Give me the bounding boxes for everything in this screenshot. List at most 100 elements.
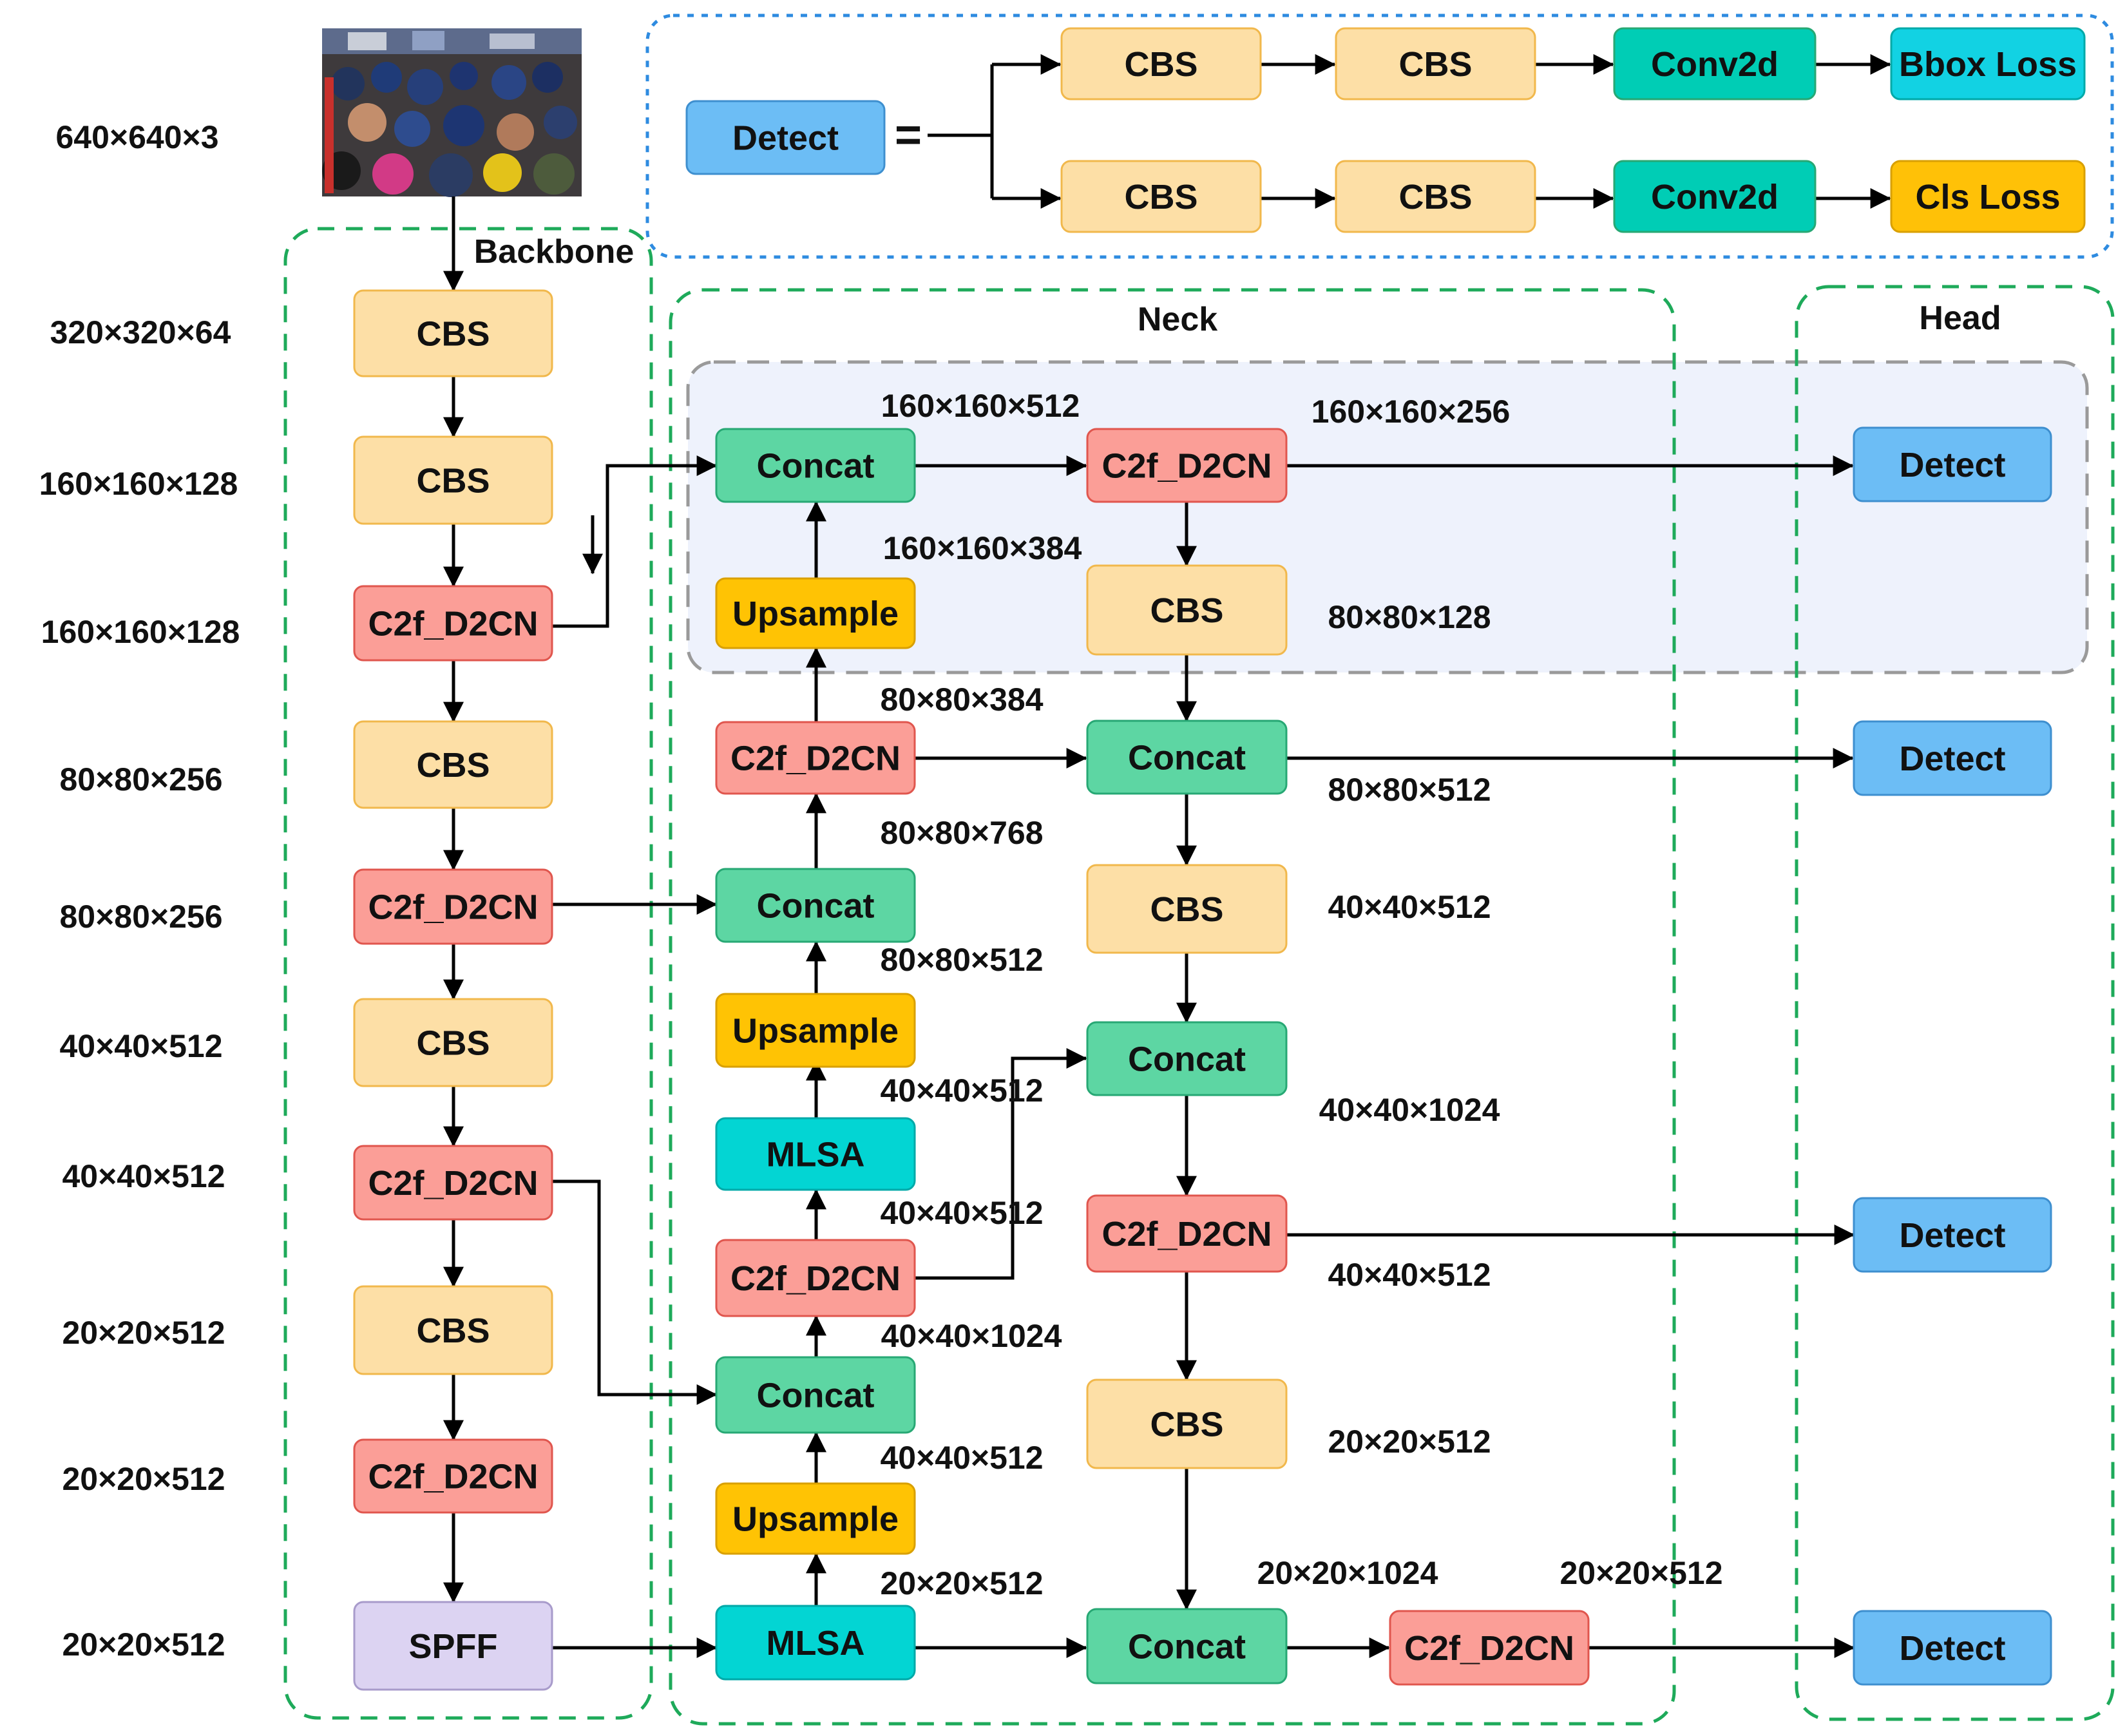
cbs-node: CBS	[1335, 27, 1536, 100]
cbs-label: CBS	[1398, 45, 1472, 84]
c2f-d2cn-box	[353, 1438, 553, 1514]
cbs-box	[353, 720, 553, 809]
cls-loss-label: Cls Loss	[1915, 178, 2060, 216]
cbs-label: CBS	[1150, 890, 1223, 929]
conv2d-box	[1613, 160, 1817, 233]
c2f-d2cn-label: C2f_D2CN	[368, 1164, 538, 1203]
dim-label: 20×20×512	[62, 1461, 225, 1497]
concat-label: Concat	[1128, 739, 1246, 777]
cbs-node: CBS	[1086, 1378, 1288, 1469]
c2f-d2cn-label: C2f_D2CN	[368, 888, 538, 927]
dim-label: 20×20×512	[1559, 1555, 1722, 1591]
concat-node: Concat	[715, 428, 916, 503]
bbox-loss-node: Bbox Loss	[1890, 27, 2086, 100]
upsample-node: Upsample	[715, 993, 916, 1068]
dim-label: 20×20×512	[62, 1626, 225, 1663]
conv2d-box	[1613, 27, 1817, 100]
conv2d-node: Conv2d	[1613, 27, 1817, 100]
dim-label: 80×80×256	[59, 899, 222, 935]
cbs-box	[1086, 564, 1288, 656]
detect-legend-frame	[645, 14, 2114, 259]
cbs-label: CBS	[416, 1312, 490, 1350]
c2f-d2cn-box	[715, 721, 916, 795]
cbs-label: CBS	[1124, 178, 1197, 216]
concat-label: Concat	[1128, 1628, 1246, 1666]
cls-loss-box	[1890, 160, 2086, 233]
detect-box	[685, 100, 886, 175]
cbs-box	[353, 1285, 553, 1375]
dim-label: 160×160×256	[1311, 394, 1511, 430]
neck-right-dim-labels: 160×160×256 80×80×128 80×80×512 40×40×51…	[1257, 394, 1723, 1591]
concat-box	[715, 1356, 916, 1434]
concat-node: Concat	[1086, 720, 1288, 795]
dim-label: 40×40×512	[880, 1440, 1043, 1476]
c2f-d2cn-node: C2f_D2CN	[715, 721, 916, 795]
dim-label: 20×20×1024	[1257, 1555, 1438, 1591]
dim-label: 80×80×768	[880, 815, 1043, 851]
spff-node: SPFF	[353, 1601, 553, 1691]
cbs-node: CBS	[1060, 27, 1262, 100]
concat-box	[1086, 1608, 1288, 1684]
upsample-box	[715, 577, 916, 649]
mlsa-label: MLSA	[767, 1624, 865, 1663]
detect-label: Detect	[1899, 1216, 2005, 1255]
dim-label: 20×20×512	[880, 1565, 1043, 1601]
cbs-node: CBS	[1086, 864, 1288, 954]
cbs-label: CBS	[416, 1024, 490, 1063]
mlsa-node: MLSA	[715, 1605, 916, 1681]
spff-box	[353, 1601, 553, 1691]
c2f-d2cn-label: C2f_D2CN	[1102, 1215, 1272, 1254]
dim-label: 40×40×512	[880, 1073, 1043, 1109]
mlsa-node: MLSA	[715, 1117, 916, 1191]
dim-label: 160×160×512	[881, 388, 1080, 424]
detect-node: Detect	[1853, 1197, 2052, 1273]
mlsa-box	[715, 1605, 916, 1681]
c2f-d2cn-node: C2f_D2CN	[353, 868, 553, 945]
dim-label: 160×160×128	[39, 466, 238, 502]
dim-label: 160×160×128	[41, 614, 240, 650]
concat-box	[715, 868, 916, 943]
neck-highlight-region	[686, 360, 2089, 674]
cbs-label: CBS	[1124, 45, 1197, 84]
head-title: Head	[1919, 300, 2001, 337]
c2f-d2cn-box	[1086, 1194, 1288, 1273]
cbs-box	[1060, 160, 1262, 233]
detect-label: Detect	[1899, 1629, 2005, 1668]
c2f-d2cn-node: C2f_D2CN	[715, 1239, 916, 1317]
cbs-label: CBS	[1398, 178, 1472, 216]
upsample-node: Upsample	[715, 577, 916, 649]
c2f-d2cn-label: C2f_D2CN	[1102, 447, 1272, 486]
dim-label: 80×80×256	[59, 761, 222, 797]
cbs-label: CBS	[416, 462, 490, 501]
c2f-d2cn-node: C2f_D2CN	[353, 1145, 553, 1221]
c2f-d2cn-label: C2f_D2CN	[730, 1259, 901, 1298]
dim-label: 160×160×384	[883, 530, 1082, 566]
neck-title: Neck	[1138, 301, 1217, 338]
detect-box	[1853, 720, 2052, 796]
dim-label: 80×80×384	[880, 682, 1043, 718]
detect-node: Detect	[1853, 1610, 2052, 1686]
dim-label: 40×40×512	[1328, 1257, 1491, 1293]
cls-loss-node: Cls Loss	[1890, 160, 2086, 233]
detect-label: Detect	[1899, 446, 2005, 484]
cbs-label: CBS	[416, 315, 490, 354]
concat-box	[715, 428, 916, 503]
neck-frame	[669, 288, 1676, 1726]
dim-label: 20×20×512	[62, 1315, 225, 1351]
cbs-box	[1335, 160, 1536, 233]
concat-box	[1086, 1021, 1288, 1096]
detect-label: Detect	[1899, 739, 2005, 778]
c2f-d2cn-box	[353, 585, 553, 662]
cbs-node: CBS	[353, 1285, 553, 1375]
dim-label: 40×40×512	[59, 1028, 222, 1064]
cbs-node: CBS	[1086, 564, 1288, 656]
concat-label: Concat	[756, 447, 874, 486]
conv2d-label: Conv2d	[1651, 178, 1779, 216]
upsample-box	[715, 1482, 916, 1555]
upsample-label: Upsample	[732, 1500, 899, 1539]
c2f-d2cn-box	[1086, 428, 1288, 503]
upsample-box	[715, 993, 916, 1068]
dim-label: 80×80×512	[880, 942, 1043, 978]
cbs-box	[1086, 864, 1288, 954]
